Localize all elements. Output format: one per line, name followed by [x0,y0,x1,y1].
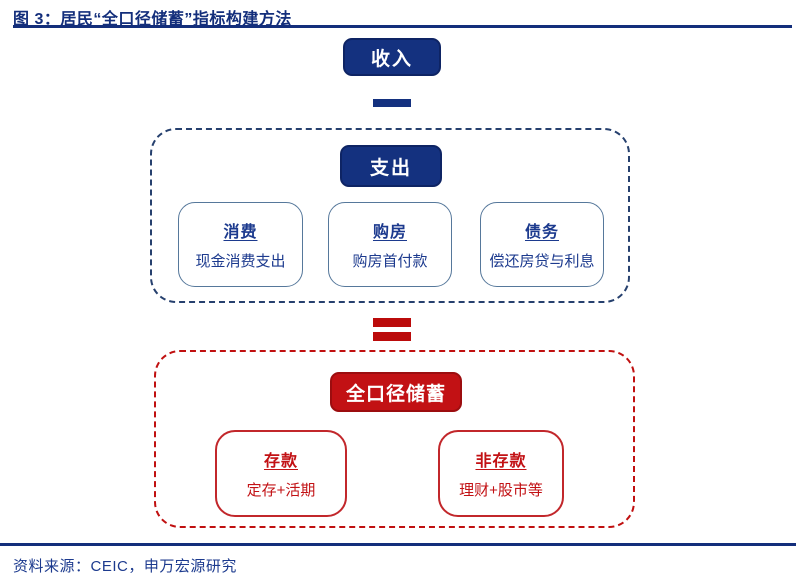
footer-divider [0,543,796,546]
expense-group-container [150,128,630,303]
equals-operator-icon [373,318,411,327]
expense-item-desc: 偿还房贷与利息 [489,253,595,271]
expense-item-debt: 债务 偿还房贷与利息 [480,202,604,287]
expense-node: 支出 [340,145,442,187]
savings-item-title: 非存款 [475,452,527,470]
savings-item-desc: 理财+股市等 [459,482,543,500]
savings-item-title: 存款 [263,452,298,470]
income-node: 收入 [343,38,441,76]
savings-item-deposit: 存款 定存+活期 [215,430,347,517]
figure-title: 图 3：居民“全口径储蓄”指标构建方法 [13,11,292,28]
expense-item-consumption: 消费 现金消费支出 [178,202,303,287]
savings-item-nondeposit: 非存款 理财+股市等 [438,430,564,517]
expense-item-title: 消费 [223,223,258,241]
expense-item-housing: 购房 购房首付款 [328,202,452,287]
expense-item-title: 债务 [524,223,559,241]
savings-node: 全口径储蓄 [330,372,462,412]
minus-operator-icon [373,99,411,107]
savings-item-desc: 定存+活期 [246,482,316,500]
expense-item-title: 购房 [372,223,407,241]
savings-group-container [154,350,635,528]
expense-item-desc: 购房首付款 [352,253,428,271]
source-attribution: 资料来源：CEIC，申万宏源研究 [13,558,237,575]
title-underline [13,25,792,28]
expense-item-desc: 现金消费支出 [195,253,286,271]
equals-operator-icon [373,332,411,341]
